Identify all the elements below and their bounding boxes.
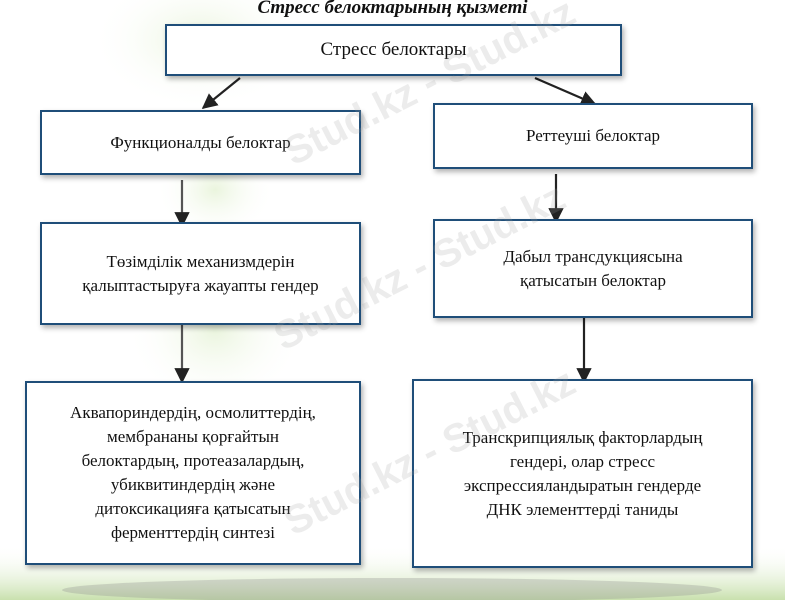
box-transcription-factors: Транскрипциялық факторлардың гендері, ол… <box>412 379 753 568</box>
arrow-root-to-regulatory <box>534 76 597 106</box>
box-tolerance-genes: Төзімділік механизмдерін қалыптастыруға … <box>40 222 361 325</box>
arrow-root-to-functional <box>201 77 241 109</box>
page-title: Стресс белоктарының қызметі <box>257 0 528 18</box>
box-synthesis: Аквапориндердің, осмолиттердің, мембрана… <box>25 381 361 565</box>
box-functional-proteins: Функционалды белоктар <box>40 110 361 175</box>
box-regulatory-proteins: Реттеуші белоктар <box>433 103 753 169</box>
box-signal-transduction: Дабыл трансдукциясына қатысатын белоктар <box>433 219 753 318</box>
box-stress-proteins: Стресс белоктары <box>165 24 622 76</box>
